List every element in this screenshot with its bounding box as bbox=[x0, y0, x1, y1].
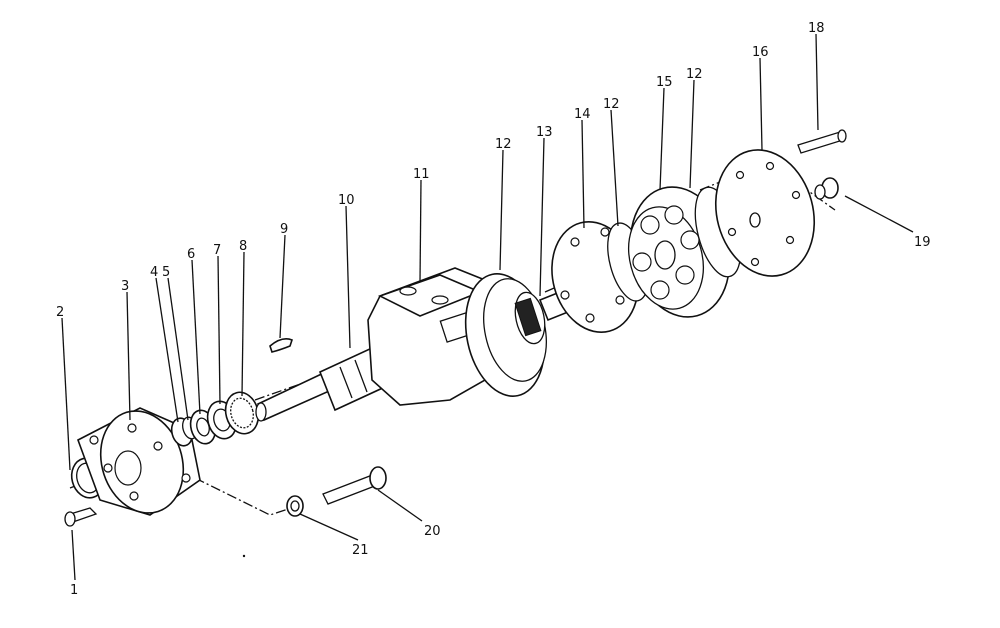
part-21-washer bbox=[286, 495, 304, 517]
bolt-axis-line bbox=[194, 477, 301, 516]
callout-10: 10 bbox=[338, 193, 355, 208]
callout-15: 15 bbox=[656, 75, 673, 90]
callout-4: 4 bbox=[150, 265, 158, 280]
callout-12-a: 12 bbox=[495, 137, 512, 152]
part-9-key bbox=[269, 338, 293, 353]
part-16-end-cover bbox=[714, 149, 816, 277]
callout-7: 7 bbox=[213, 243, 221, 258]
callout-13: 13 bbox=[536, 125, 553, 140]
callout-12-c: 12 bbox=[686, 67, 703, 82]
callout-14: 14 bbox=[574, 107, 591, 122]
callout-2: 2 bbox=[56, 305, 64, 320]
leader-lines bbox=[61, 33, 914, 581]
part-18-bolt bbox=[797, 129, 847, 154]
callout-16: 16 bbox=[752, 45, 769, 60]
callout-6: 6 bbox=[187, 247, 195, 262]
part-20-bolt bbox=[322, 466, 387, 505]
callout-20: 20 bbox=[424, 524, 441, 539]
callout-19: 19 bbox=[914, 235, 931, 250]
callout-labels: 1 2 3 4 5 6 7 8 9 10 11 12 13 14 12 15 1… bbox=[56, 21, 931, 598]
callout-5: 5 bbox=[162, 265, 170, 280]
callout-9: 9 bbox=[280, 222, 288, 237]
callout-18: 18 bbox=[808, 21, 825, 36]
part-3-mounting-flange bbox=[77, 407, 201, 516]
callout-8: 8 bbox=[239, 239, 247, 254]
callout-21: 21 bbox=[352, 543, 369, 558]
part-19-plug bbox=[814, 177, 839, 200]
part-1-screw bbox=[64, 507, 98, 527]
part-12-seal-ring-a bbox=[514, 291, 546, 345]
callout-1: 1 bbox=[70, 583, 78, 598]
speck-mark bbox=[242, 554, 246, 558]
callout-12-b: 12 bbox=[603, 97, 620, 112]
callout-3: 3 bbox=[121, 279, 129, 294]
callout-11: 11 bbox=[413, 167, 430, 182]
